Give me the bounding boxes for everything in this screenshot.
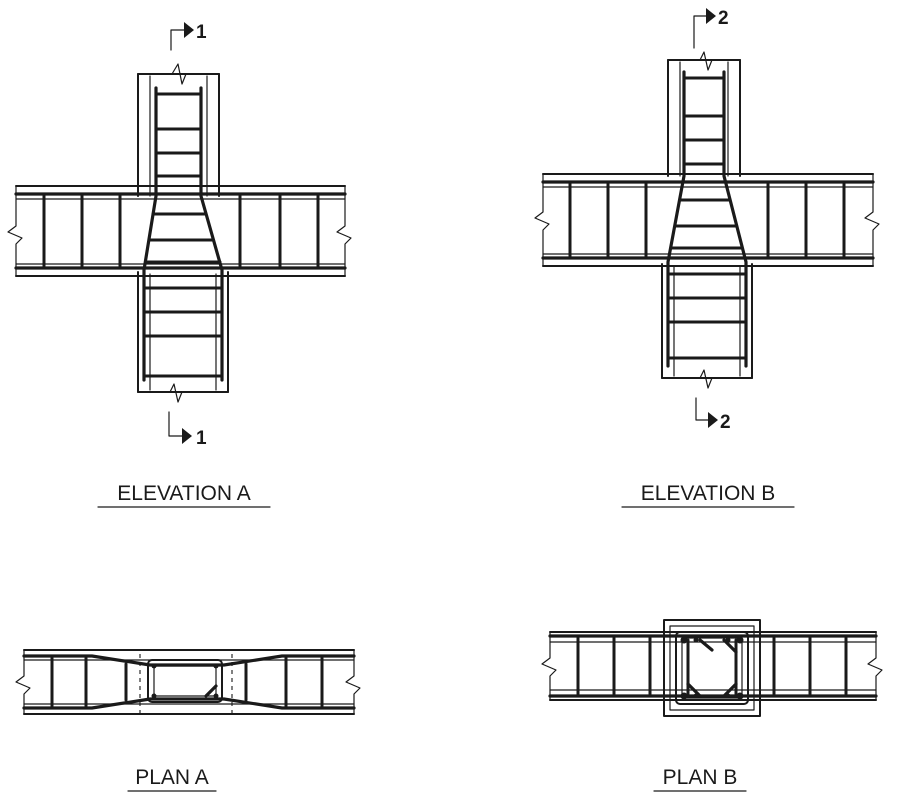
- beam-stirrups-plan-a: [50, 656, 324, 708]
- section-mark-b-bottom: 2: [695, 397, 731, 433]
- column-ties-a: [142, 92, 224, 378]
- beam-outline-b: [542, 173, 874, 267]
- column-ties-b: [666, 76, 748, 360]
- plan-b: PLAN B: [541, 619, 883, 792]
- break-line-right-plan-b: [867, 631, 883, 701]
- plan-a: PLAN A: [15, 649, 361, 792]
- break-line-left-plan-b: [541, 631, 557, 701]
- column-outline-dashed: [139, 649, 233, 715]
- beam-stirrups-b: [568, 182, 846, 258]
- break-line-right-a: [336, 185, 352, 277]
- break-line-top-b: [667, 51, 741, 71]
- beam-outline-a: [15, 185, 346, 277]
- column-outline-plan-b: [663, 619, 761, 717]
- section-mark-a-bottom: 1: [168, 411, 207, 449]
- beam-stirrups-plan-b: [576, 636, 848, 696]
- column-bars-a: [142, 86, 224, 382]
- beam-bars-b: [541, 180, 875, 260]
- break-line-bottom-a: [137, 383, 229, 403]
- column-tie-plan-b: [675, 631, 749, 705]
- break-line-left-a: [7, 185, 23, 277]
- break-line-top-a: [137, 63, 220, 85]
- section-mark-label: 1: [196, 428, 207, 449]
- section-mark-b-top: 2: [693, 8, 729, 49]
- section-mark-label: 1: [196, 22, 207, 43]
- beam-outline-plan-b: [549, 631, 877, 701]
- caption-elevation-b: ELEVATION B: [641, 482, 776, 505]
- column-tie-plan-a: [147, 659, 223, 703]
- section-mark-a-top: 1: [170, 22, 207, 51]
- break-line-right-b: [864, 173, 880, 267]
- elevation-a: 1 1 ELEVATION A: [7, 22, 352, 508]
- column-bars-b: [666, 70, 748, 368]
- elevation-b: 2 2 ELEVATION B: [534, 8, 880, 508]
- beam-bars-plan-b: [548, 634, 878, 698]
- break-line-bottom-b: [661, 369, 753, 389]
- beam-bars-a: [14, 192, 347, 270]
- caption-plan-a: PLAN A: [135, 766, 209, 789]
- section-mark-label: 2: [720, 412, 731, 433]
- beam-stirrups-a: [42, 194, 320, 268]
- break-line-left-plan-a: [15, 649, 31, 715]
- caption-plan-b: PLAN B: [663, 766, 738, 789]
- beam-bars-plan-a: [22, 654, 356, 710]
- section-mark-label: 2: [718, 8, 729, 29]
- caption-elevation-a: ELEVATION A: [117, 482, 250, 505]
- break-line-right-plan-a: [345, 649, 361, 715]
- break-line-left-b: [534, 173, 550, 267]
